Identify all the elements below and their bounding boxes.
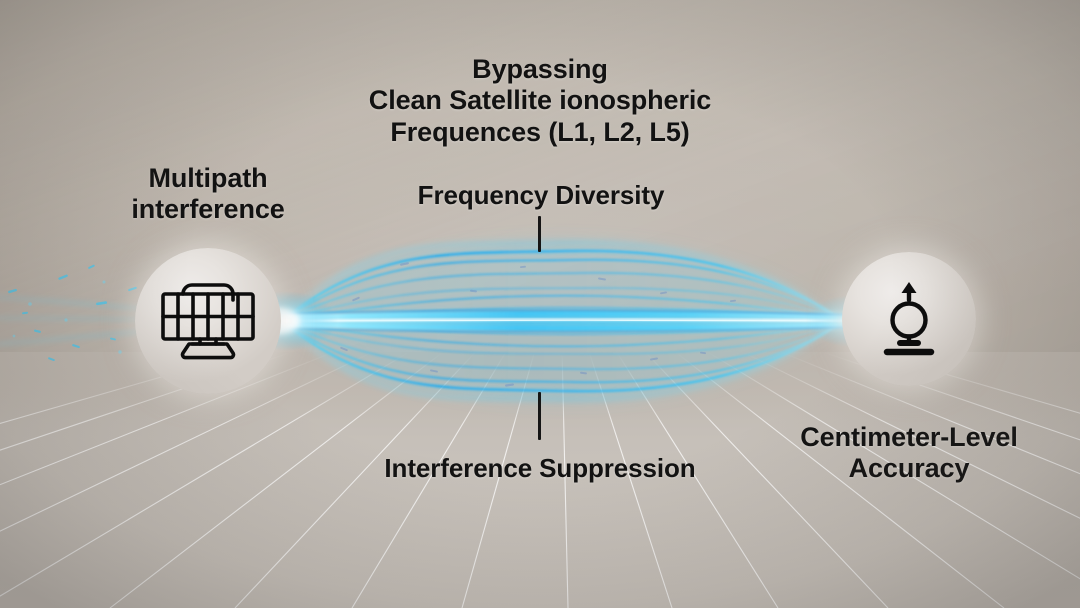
receiver-node[interactable] bbox=[842, 252, 976, 386]
label-centimeter-level-accuracy: Centimeter-Level Accuracy bbox=[800, 422, 1018, 484]
source-node[interactable] bbox=[135, 248, 281, 394]
leader-line-frequency-diversity bbox=[538, 216, 541, 252]
gps-receiver-icon bbox=[883, 282, 935, 356]
label-interference-suppression: Interference Suppression bbox=[384, 453, 696, 483]
label-frequency-diversity: Frequency Diversity bbox=[417, 180, 665, 210]
label-bypassing-clean-satellite: Bypassing Clean Satellite ionospheric Fr… bbox=[368, 54, 712, 147]
leader-line-interference-suppression bbox=[538, 392, 541, 440]
antenna-panel-icon bbox=[161, 283, 255, 360]
label-multipath-interference: Multipath interference bbox=[131, 163, 285, 225]
receiver-node-disc bbox=[842, 252, 976, 386]
